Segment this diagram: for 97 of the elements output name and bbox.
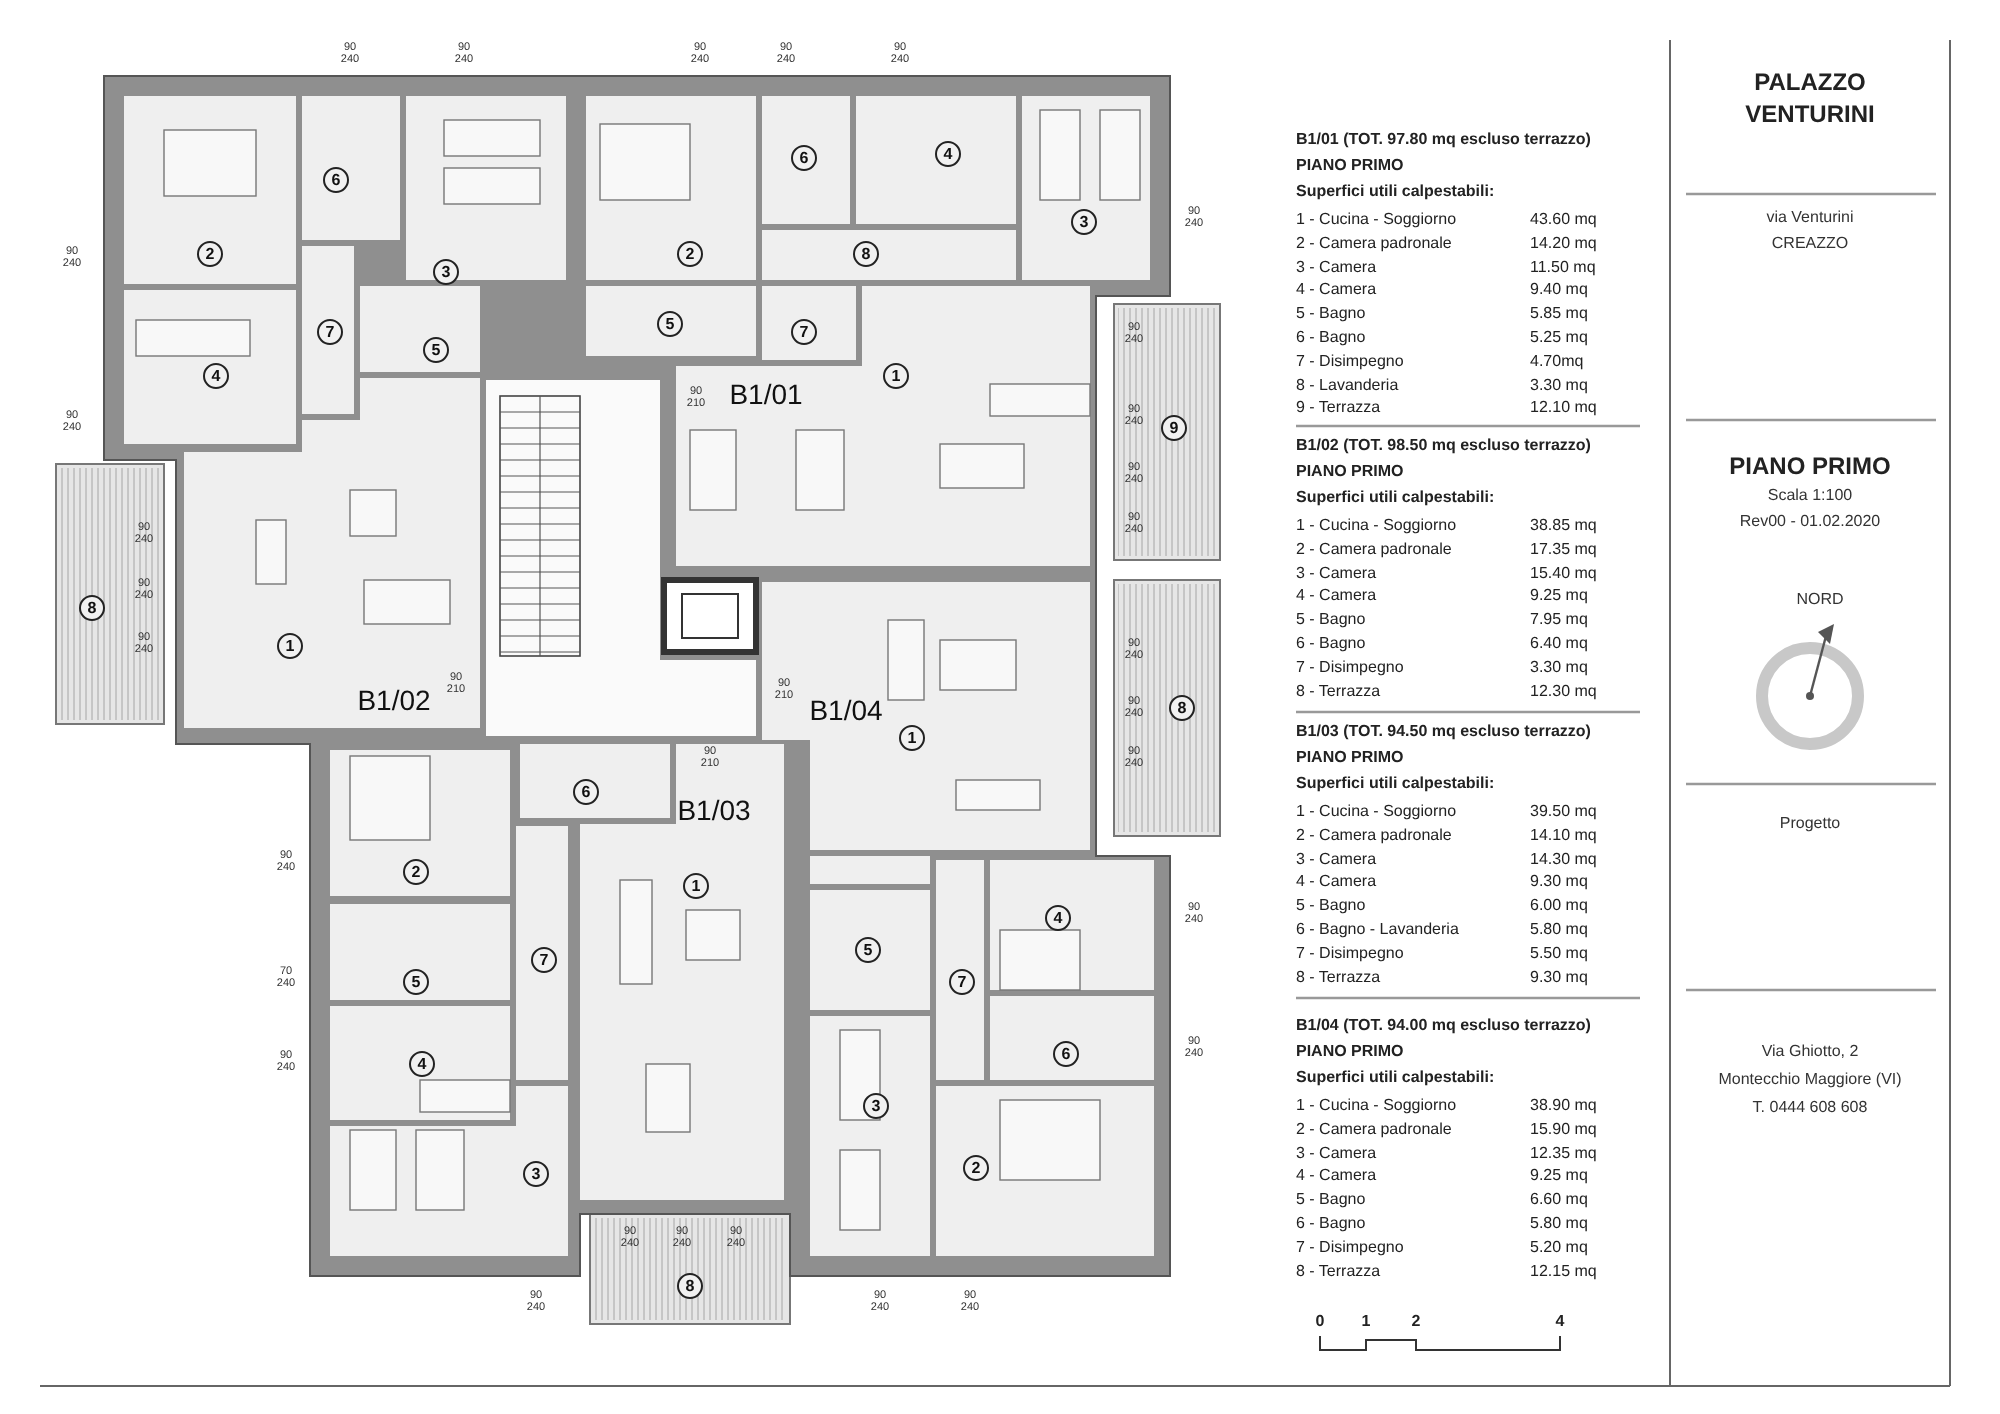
room-area-value: 9.25 mq bbox=[1530, 588, 1588, 605]
city-text: CREAZZO bbox=[1771, 236, 1849, 252]
room-area-name: 4 - Camera bbox=[1296, 282, 1377, 299]
unit-label: B1/02 bbox=[357, 686, 431, 714]
floor-heading: PIANO PRIMO bbox=[1296, 158, 1404, 174]
room-area-value: 5.25 mq bbox=[1530, 330, 1588, 346]
drawing-title: PIANO PRIMO bbox=[1729, 454, 1891, 478]
address-text: via Venturini bbox=[1766, 210, 1854, 226]
floor-heading: PIANO PRIMO bbox=[1296, 750, 1404, 766]
scale-number: 1 bbox=[1361, 1314, 1371, 1330]
room-area-value: 3.30 mq bbox=[1530, 377, 1588, 394]
room-area-name: 6 - Bagno - Lavanderia bbox=[1296, 922, 1459, 938]
room-area-value: 9.25 mq bbox=[1530, 1168, 1588, 1185]
room-area-name: 5 - Bagno bbox=[1296, 612, 1366, 629]
room-area-value: 7.95 mq bbox=[1530, 612, 1588, 629]
room-area-name: 5 - Bagno bbox=[1296, 898, 1366, 915]
scale-text: Scala 1:100 bbox=[1767, 488, 1853, 504]
room-area-value: 12.30 mq bbox=[1530, 683, 1597, 700]
unit-label: B1/04 bbox=[809, 696, 883, 724]
room-area-value: 38.85 mq bbox=[1530, 518, 1597, 534]
room-area-value: 15.40 mq bbox=[1530, 565, 1597, 582]
room-area-value: 3.30 mq bbox=[1530, 659, 1588, 676]
unit-heading: B1/02 (TOT. 98.50 mq escluso terrazzo) bbox=[1296, 438, 1591, 454]
room-area-value: 5.50 mq bbox=[1530, 945, 1588, 962]
room-area-value: 5.80 mq bbox=[1530, 922, 1588, 938]
room-area-value: 14.20 mq bbox=[1530, 235, 1597, 252]
room-area-name: 8 - Terrazza bbox=[1296, 969, 1381, 986]
project-title: PALAZZO VENTURINI bbox=[1743, 66, 1877, 131]
room-area-value: 15.90 mq bbox=[1530, 1121, 1597, 1138]
room-area-name: 3 - Camera bbox=[1296, 851, 1377, 868]
room-area-value: 12.10 mq bbox=[1530, 400, 1597, 417]
floor-heading: PIANO PRIMO bbox=[1296, 464, 1404, 480]
table-heading: Superfici utili calpestabili: bbox=[1296, 1070, 1495, 1086]
room-area-name: 5 - Bagno bbox=[1296, 1192, 1366, 1209]
scale-number: 4 bbox=[1555, 1314, 1565, 1330]
room-area-name: 7 - Disimpegno bbox=[1296, 1239, 1404, 1256]
room-area-name: 3 - Camera bbox=[1296, 1145, 1377, 1162]
room-area-value: 12.35 mq bbox=[1530, 1145, 1597, 1162]
floor-heading: PIANO PRIMO bbox=[1296, 1044, 1404, 1060]
unit-heading: B1/03 (TOT. 94.50 mq escluso terrazzo) bbox=[1296, 724, 1591, 740]
room-area-name: 2 - Camera padronale bbox=[1296, 827, 1452, 844]
room-area-name: 8 - Lavanderia bbox=[1296, 377, 1399, 394]
room-area-name: 7 - Disimpegno bbox=[1296, 945, 1404, 962]
room-area-name: 6 - Bagno bbox=[1296, 330, 1366, 346]
room-area-name: 7 - Disimpegno bbox=[1296, 353, 1404, 370]
room-area-name: 5 - Bagno bbox=[1296, 306, 1366, 323]
room-area-name: 3 - Camera bbox=[1296, 259, 1377, 276]
room-area-name: 3 - Camera bbox=[1296, 565, 1377, 582]
north-label: NORD bbox=[1796, 592, 1844, 608]
room-area-name: 2 - Camera padronale bbox=[1296, 1121, 1452, 1138]
revision-text: Rev00 - 01.02.2020 bbox=[1739, 514, 1881, 530]
room-area-name: 2 - Camera padronale bbox=[1296, 541, 1452, 558]
room-area-name: 1 - Cucina - Soggiorno bbox=[1296, 1098, 1457, 1114]
room-area-value: 9.40 mq bbox=[1530, 282, 1588, 299]
room-area-value: 12.15 mq bbox=[1530, 1263, 1597, 1280]
room-area-name: 1 - Cucina - Soggiorno bbox=[1296, 518, 1457, 534]
room-area-value: 6.00 mq bbox=[1530, 898, 1588, 915]
room-area-name: 1 - Cucina - Soggiorno bbox=[1296, 212, 1457, 228]
room-area-name: 4 - Camera bbox=[1296, 874, 1377, 891]
room-area-value: 39.50 mq bbox=[1530, 804, 1597, 820]
room-area-name: 1 - Cucina - Soggiorno bbox=[1296, 804, 1457, 820]
room-area-name: 6 - Bagno bbox=[1296, 636, 1366, 652]
address-text: Via Ghiotto, 2 bbox=[1761, 1044, 1859, 1060]
unit-heading: B1/01 (TOT. 97.80 mq escluso terrazzo) bbox=[1296, 132, 1591, 148]
room-area-value: 5.20 mq bbox=[1530, 1239, 1588, 1256]
room-area-value: 5.80 mq bbox=[1530, 1216, 1588, 1232]
room-area-value: 43.60 mq bbox=[1530, 212, 1597, 228]
address-text: Montecchio Maggiore (VI) bbox=[1718, 1072, 1902, 1088]
project-label: Progetto bbox=[1779, 816, 1841, 832]
room-area-value: 38.90 mq bbox=[1530, 1098, 1597, 1114]
room-area-name: 4 - Camera bbox=[1296, 1168, 1377, 1185]
room-area-value: 11.50 mq bbox=[1530, 259, 1596, 276]
scale-number: 0 bbox=[1315, 1314, 1325, 1330]
room-area-value: 5.85 mq bbox=[1530, 306, 1588, 323]
table-heading: Superfici utili calpestabili: bbox=[1296, 184, 1495, 200]
room-area-value: 6.40 mq bbox=[1530, 636, 1588, 652]
room-area-name: 6 - Bagno bbox=[1296, 1216, 1366, 1232]
room-area-value: 17.35 mq bbox=[1530, 541, 1597, 558]
room-area-value: 6.60 mq bbox=[1530, 1192, 1588, 1209]
room-area-value: 14.30 mq bbox=[1530, 851, 1597, 868]
unit-label: B1/01 bbox=[729, 380, 803, 408]
unit-heading: B1/04 (TOT. 94.00 mq escluso terrazzo) bbox=[1296, 1018, 1591, 1034]
room-area-name: 9 - Terrazza bbox=[1296, 400, 1381, 417]
scale-number: 2 bbox=[1411, 1314, 1421, 1330]
room-area-name: 8 - Terrazza bbox=[1296, 683, 1381, 700]
phone-text: T. 0444 608 608 bbox=[1752, 1100, 1868, 1116]
room-area-name: 4 - Camera bbox=[1296, 588, 1377, 605]
room-area-value: 14.10 mq bbox=[1530, 827, 1597, 844]
room-area-value: 9.30 mq bbox=[1530, 969, 1588, 986]
unit-label: B1/03 bbox=[677, 796, 751, 824]
room-area-value: 9.30 mq bbox=[1530, 874, 1588, 891]
room-area-name: 8 - Terrazza bbox=[1296, 1263, 1381, 1280]
room-area-name: 7 - Disimpegno bbox=[1296, 659, 1404, 676]
room-area-value: 4.70mq bbox=[1530, 353, 1584, 370]
table-heading: Superfici utili calpestabili: bbox=[1296, 776, 1495, 792]
room-area-name: 2 - Camera padronale bbox=[1296, 235, 1452, 252]
table-heading: Superfici utili calpestabili: bbox=[1296, 490, 1495, 506]
